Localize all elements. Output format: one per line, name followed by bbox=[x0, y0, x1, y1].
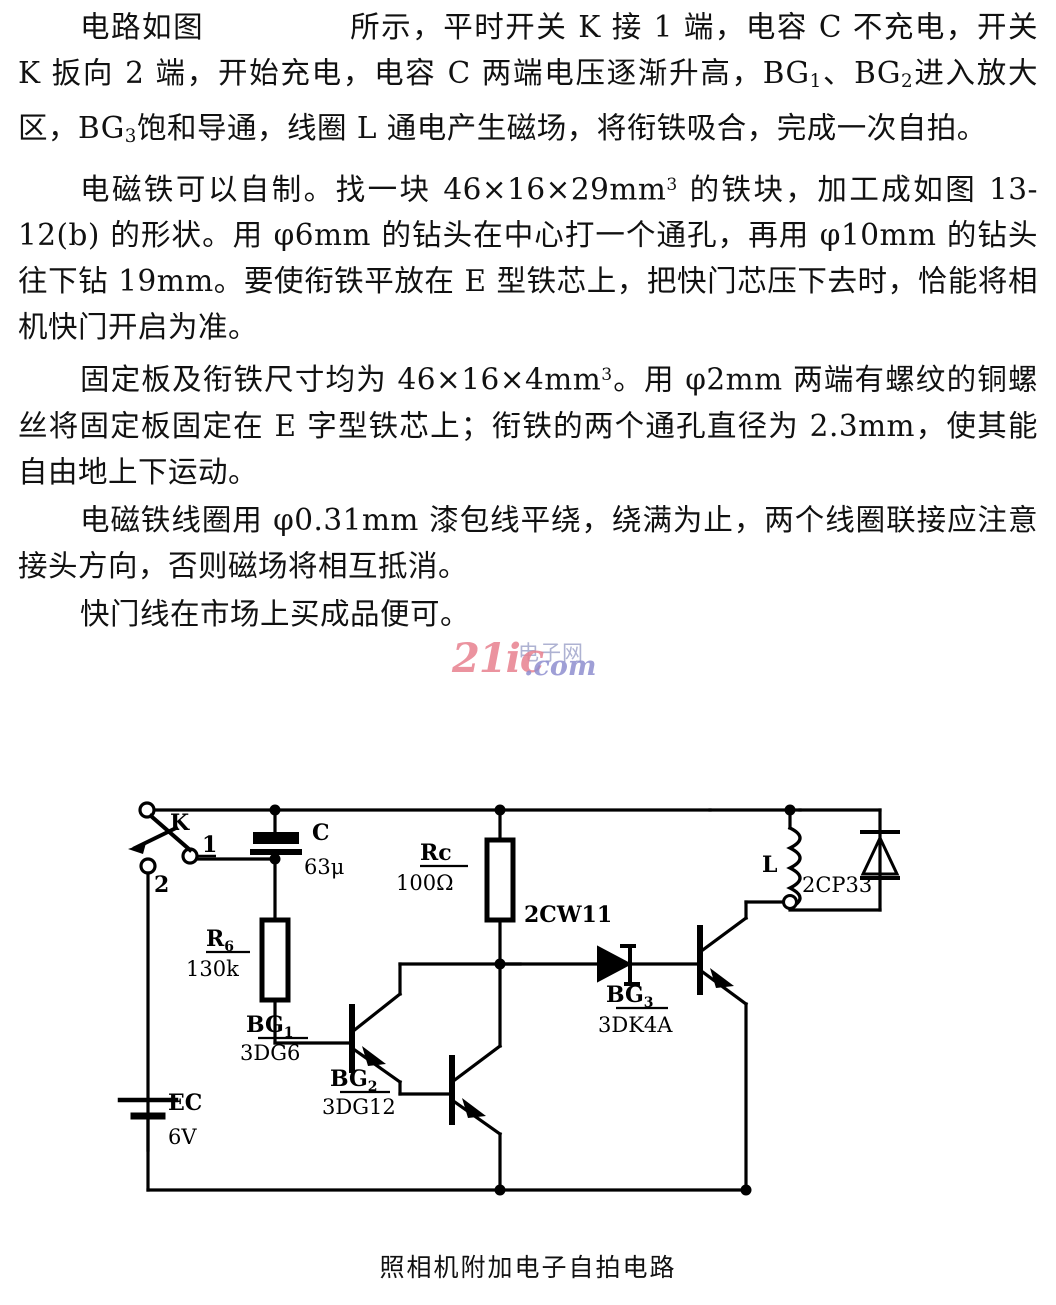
node-rc-top bbox=[494, 804, 506, 816]
bg1-collector-lead bbox=[349, 991, 403, 1035]
coil-winding bbox=[786, 825, 802, 911]
label-rc-value: 100Ω bbox=[396, 871, 454, 895]
watermark-brand: 21ic bbox=[452, 635, 544, 682]
label-bg2-type: 3DG12 bbox=[322, 1095, 396, 1119]
label-battery-value: 6V bbox=[168, 1125, 197, 1149]
label-switch-pos2: 2 bbox=[154, 872, 169, 898]
site-watermark: 电子网 21ic .com bbox=[452, 635, 642, 691]
watermark-domain: .com bbox=[524, 651, 597, 682]
node-c-top bbox=[269, 804, 281, 816]
label-diode: 2CP33 bbox=[802, 873, 872, 897]
label-bg1-name: BG1 bbox=[246, 1012, 294, 1041]
node-coil-bottom bbox=[782, 894, 798, 910]
resistor-rc-body bbox=[484, 837, 516, 923]
node-c-bottom bbox=[269, 853, 281, 865]
paragraph-3: 固定板及衔铁尺寸均为 46×16×4mm3。用 φ2mm 两端有螺纹的铜螺丝将固… bbox=[18, 362, 1038, 489]
bg2-collector-lead bbox=[449, 1043, 503, 1085]
switch-terminal-2 bbox=[139, 857, 157, 875]
p1-seg-1: 电路如图 bbox=[80, 10, 205, 44]
label-coil: L bbox=[762, 852, 777, 878]
label-bg2-name: BG2 bbox=[330, 1066, 378, 1095]
capacitor-plate-top bbox=[253, 832, 299, 844]
paragraph-1: 电路如图所示，平时开关 K 接 1 端，电容 C 不充电，开关 K 扳向 2 端… bbox=[18, 4, 1038, 160]
bg3-collector-lead bbox=[697, 915, 749, 955]
switch-blade bbox=[148, 813, 193, 853]
label-bg3-type: 3DK4A bbox=[598, 1013, 673, 1037]
paragraph-5: 快门线在市场上买成品便可。 bbox=[80, 596, 471, 631]
resistor-r6-body bbox=[259, 917, 291, 1003]
label-r6-name: R6 bbox=[206, 926, 234, 955]
label-switch-k: K bbox=[170, 810, 190, 836]
label-capacitor-value: 63μ bbox=[304, 855, 344, 879]
p1-seg-2: 所示，平时开关 K 接 1 端，电容 C 不充电，开关 K 扳向 2 端，开始充… bbox=[18, 10, 1038, 148]
paragraph-2: 电磁铁可以自制。找一块 46×16×29mm3 的铁块，加工成如图 13-12(… bbox=[18, 172, 1039, 345]
label-switch-pos1: 1 bbox=[202, 832, 217, 858]
node-bottom-bg3 bbox=[740, 1184, 752, 1196]
circuit-schematic: K 1 2 C 63μ Rc 100Ω R6 130k EC 6V BG1 3D… bbox=[0, 770, 1056, 1230]
diode-triangle bbox=[860, 834, 900, 876]
bg1-emitter-arrow bbox=[362, 1046, 386, 1066]
switch-terminal-top bbox=[138, 801, 156, 819]
paragraph-4: 电磁铁线圈用 φ0.31mm 漆包线平绕，绕满为止，两个线圈联接应注意接头方向，… bbox=[18, 502, 1038, 583]
label-zener: 2CW11 bbox=[524, 902, 612, 928]
switch-arrow-head bbox=[128, 843, 146, 854]
zener-triangle bbox=[597, 945, 633, 983]
node-bottom-bg2 bbox=[494, 1184, 506, 1196]
label-rc-name: Rc bbox=[420, 840, 452, 866]
bg3-emitter-arrow bbox=[710, 968, 734, 988]
label-capacitor-name: C bbox=[312, 820, 330, 846]
label-battery-name: EC bbox=[168, 1090, 202, 1116]
label-bg1-type: 3DG6 bbox=[240, 1041, 300, 1065]
node-coil-top bbox=[784, 804, 796, 816]
label-bg3-name: BG3 bbox=[606, 982, 654, 1011]
article-body: 电路如图所示，平时开关 K 接 1 端，电容 C 不充电，开关 K 扳向 2 端… bbox=[18, 4, 1038, 639]
watermark-chinese: 电子网 bbox=[518, 641, 584, 665]
bg2-emitter-arrow bbox=[462, 1098, 486, 1118]
figure-caption: 照相机附加电子自拍电路 bbox=[379, 1253, 677, 1282]
label-r6-value: 130k bbox=[186, 957, 239, 981]
